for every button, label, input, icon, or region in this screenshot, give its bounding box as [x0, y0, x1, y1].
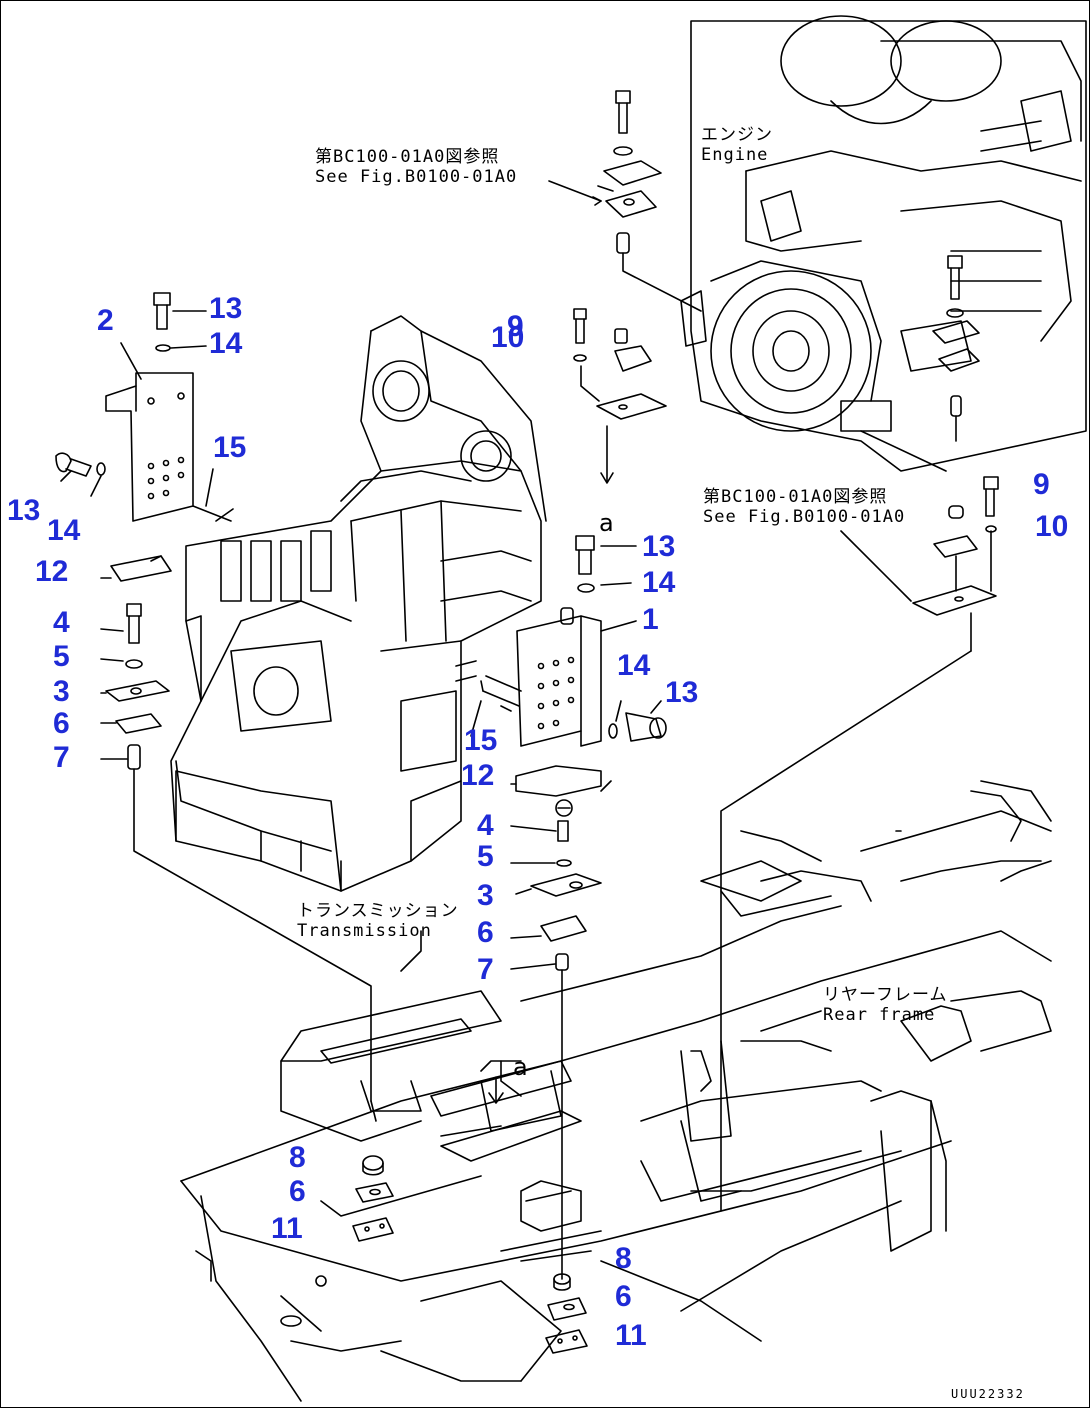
- engine-label-en: Engine: [701, 145, 769, 166]
- rear-frame-label: リヤーフレーム Rear frame: [823, 985, 947, 1026]
- engine-label: エンジン Engine: [701, 125, 773, 166]
- callout-6-frame-left: 6: [289, 1175, 306, 1208]
- callout-14-left: 14: [47, 514, 81, 547]
- engine-mount-parts-upper: [597, 90, 702, 312]
- callout-7-center: 7: [477, 953, 494, 986]
- engine-mount-parts-center: [573, 308, 667, 484]
- see-fig-top-jp: 第BC100-01A0図参照: [315, 147, 500, 167]
- callout-8-right: 8: [615, 1242, 632, 1275]
- callout-13-right: 13: [665, 676, 699, 709]
- callout-6-left: 6: [53, 707, 70, 740]
- callout-6-frame-right: 6: [615, 1280, 632, 1313]
- callout-4-center: 4: [477, 809, 494, 842]
- callout-1: 1: [642, 603, 659, 636]
- callout-14-right: 14: [617, 649, 651, 682]
- engine-label-jp: エンジン: [701, 125, 773, 145]
- right-bracket-parts: [480, 535, 667, 1280]
- see-fig-right-jp: 第BC100-01A0図参照: [703, 487, 888, 507]
- see-fig-right-en: See Fig.B0100-01A0: [703, 507, 906, 528]
- callout-14-left-top: 14: [209, 327, 243, 360]
- callout-4-left: 4: [53, 606, 70, 639]
- callout-7-left: 7: [53, 741, 70, 774]
- callout-3-center: 3: [477, 879, 494, 912]
- callout-leader-lines: [120, 180, 1052, 1312]
- callout-11-right: 11: [615, 1319, 647, 1352]
- callout-5-left: 5: [53, 640, 70, 673]
- transmission-label: トランスミッション Transmission: [297, 901, 459, 942]
- callout-9-right: 9: [1033, 468, 1050, 501]
- callout-13-left: 13: [7, 494, 41, 527]
- callout-10-right: 10: [1035, 510, 1069, 543]
- callout-6-center: 6: [477, 916, 494, 949]
- reference-mark-a-lower: a: [513, 1053, 528, 1081]
- callout-11-left: 11: [271, 1212, 303, 1245]
- callout-8-left: 8: [289, 1141, 306, 1174]
- callout-3-left: 3: [53, 675, 70, 708]
- see-fig-note-top: 第BC100-01A0図参照 See Fig.B0100-01A0: [315, 147, 517, 188]
- callout-14-center: 14: [642, 566, 676, 599]
- reference-mark-a-upper: a: [599, 509, 614, 537]
- figure-number: UUU22332: [951, 1387, 1025, 1401]
- transmission-label-en: Transmission: [297, 921, 432, 942]
- callout-15-left: 15: [213, 431, 247, 464]
- see-fig-note-right: 第BC100-01A0図参照 See Fig.B0100-01A0: [703, 487, 905, 528]
- callout-13-left-top: 13: [209, 292, 243, 325]
- callout-12-center: 12: [461, 759, 495, 792]
- see-fig-top-en: See Fig.B0100-01A0: [315, 167, 518, 188]
- callout-2: 2: [97, 304, 114, 337]
- engine-mount-parts-right: [720, 255, 999, 1212]
- transmission-label-jp: トランスミッション: [297, 901, 459, 921]
- callout-13-center: 13: [642, 530, 676, 563]
- callout-12-left: 12: [35, 555, 69, 588]
- rear-frame-illustration: [180, 780, 1052, 1402]
- left-bracket-parts: [55, 292, 372, 1102]
- callout-5-center: 5: [477, 840, 494, 873]
- rear-frame-label-jp: リヤーフレーム: [823, 985, 948, 1005]
- callout-9-center: 9: [507, 310, 524, 343]
- transmission-illustration: [170, 315, 547, 892]
- callout-10-center: 10: [491, 321, 525, 354]
- frame-mount-parts: [352, 1155, 588, 1354]
- callout-15-center: 15: [464, 724, 498, 757]
- engine-illustration: [680, 15, 1087, 472]
- rear-frame-label-en: Rear frame: [823, 1005, 936, 1026]
